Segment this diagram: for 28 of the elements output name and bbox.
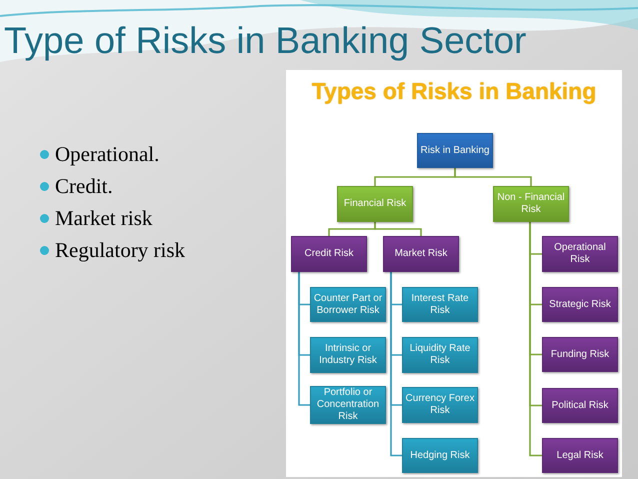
risk-box: Liquidity Rate Risk (402, 337, 478, 373)
connector-line (454, 168, 532, 186)
risk-box: Currency Forex Risk (402, 387, 478, 423)
risk-box: Risk in Banking (417, 133, 493, 168)
connector-line (298, 272, 310, 406)
risk-box: Non - Financial Risk (493, 186, 569, 222)
risk-box: Strategic Risk (542, 287, 618, 322)
risk-box: Funding Risk (542, 337, 618, 372)
risk-box: Legal Risk (542, 438, 618, 473)
slide-title: Type of Risks in Banking Sector (4, 22, 526, 59)
bullet-text: Market risk (55, 205, 152, 231)
bullet-text: Regulatory risk (55, 237, 186, 263)
connector-line (390, 272, 402, 456)
risk-box: Interest Rate Risk (402, 287, 478, 322)
connector-line (529, 222, 542, 456)
chart-heading: Types of Risks in Banking (310, 80, 598, 103)
risk-box: Hedging Risk (402, 438, 478, 473)
risk-box: Portfolio or Concentration Risk (310, 386, 386, 424)
risk-box: Operational Risk (542, 236, 618, 272)
risk-box: Intrinsic or Industry Risk (310, 337, 386, 373)
risk-box: Market Risk (383, 236, 459, 272)
risk-box: Political Risk (542, 388, 618, 423)
bullet-text: Credit. (55, 173, 113, 199)
risk-box: Counter Part or Borrower Risk (310, 287, 386, 322)
risk-box: Credit Risk (291, 236, 367, 272)
bullet-text: Operational. (55, 141, 160, 167)
connector-line (374, 222, 422, 236)
risk-box: Financial Risk (337, 186, 413, 222)
